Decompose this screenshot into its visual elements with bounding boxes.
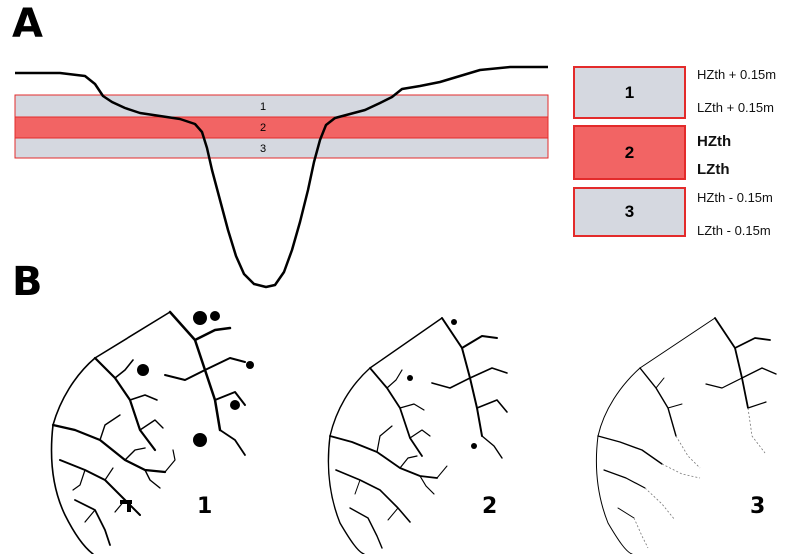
band-2-label: 2	[260, 122, 266, 134]
legend-box-2: 2	[573, 125, 686, 180]
network-label-3: 3	[750, 496, 765, 518]
band-1-label: 1	[260, 101, 266, 113]
legend-2-lower: LZth	[697, 162, 729, 177]
band-2	[15, 117, 548, 138]
drainage-network-1	[45, 300, 260, 554]
legend-3-upper: HZth - 0.15m	[697, 191, 773, 204]
legend-1-lower: LZth + 0.15m	[697, 101, 774, 114]
legend-3-lower: LZth - 0.15m	[697, 224, 771, 237]
network-label-2: 2	[482, 496, 497, 518]
band-3-label: 3	[260, 143, 266, 155]
network-label-1: 1	[197, 496, 212, 518]
legend-box-3: 3	[573, 187, 686, 237]
legend-box-1: 1	[573, 66, 686, 119]
legend-1-upper: HZth + 0.15m	[697, 68, 776, 81]
band-1	[15, 95, 548, 117]
cross-section-profile: 1 2 3	[0, 0, 560, 300]
legend-2-upper: HZth	[697, 134, 731, 149]
band-3	[15, 138, 548, 158]
